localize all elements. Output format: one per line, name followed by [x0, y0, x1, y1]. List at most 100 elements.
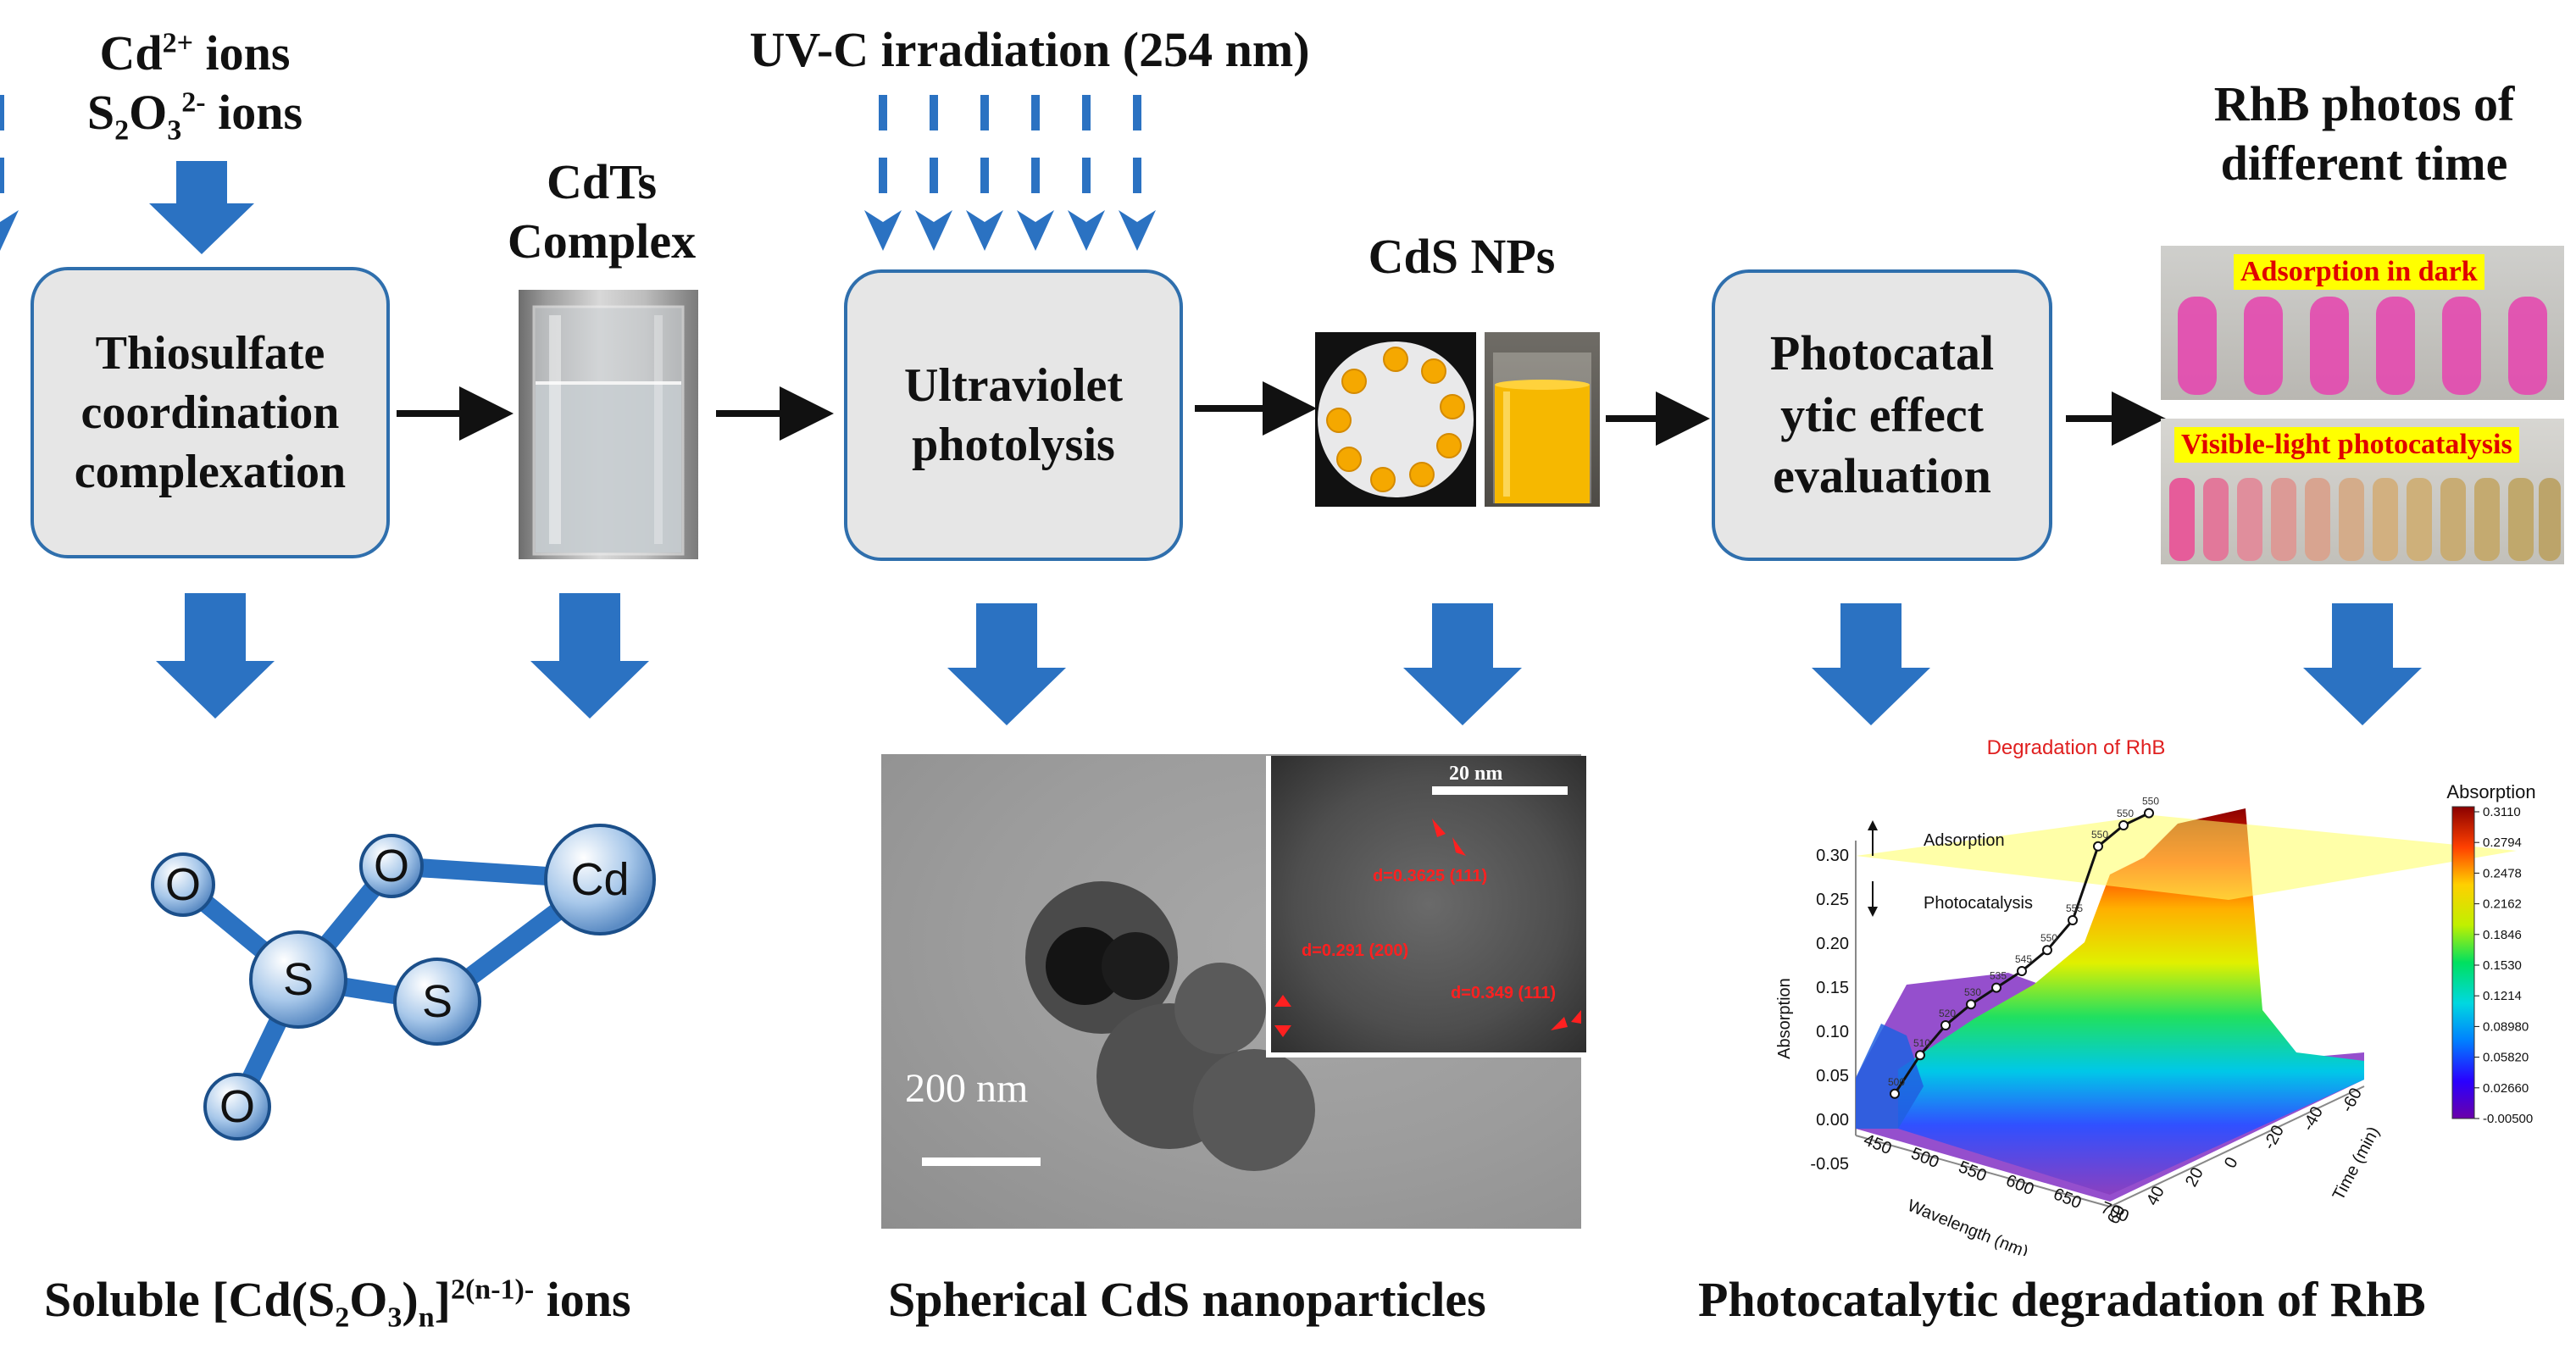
atom-cd	[544, 824, 656, 935]
atom-label: O	[165, 859, 201, 910]
z-tick-label: 0.15	[1816, 979, 1849, 997]
peak-point	[2042, 945, 2052, 956]
peak-point	[2118, 820, 2129, 830]
uv-rays	[0, 95, 1156, 251]
time-tick-label: 20	[2182, 1164, 2207, 1190]
peak-point	[1966, 999, 1976, 1010]
colorbar-tick-label: 0.2162	[2483, 897, 2522, 912]
petri-dish-icon	[1318, 341, 1474, 497]
peak-point	[2144, 808, 2154, 819]
atom-label: S	[283, 954, 314, 1005]
z-tick-label: 0.00	[1816, 1111, 1849, 1130]
surface-left-hump	[1856, 1024, 1924, 1129]
annotation-photocatalysis: Photocatalysis	[1924, 894, 2033, 913]
yellow-beaker-icon	[1493, 353, 1591, 503]
caption-spherical-cds: Spherical CdS nanoparticles	[888, 1272, 1486, 1327]
caption-photocatalytic-degradation: Photocatalytic degradation of RhB	[1698, 1272, 2426, 1327]
time-axis-label: Time (min)	[2329, 1124, 2384, 1203]
visible-photocatalysis-tag: Visible-light photocatalysis	[2174, 427, 2519, 463]
z-tick-label: -0.05	[1810, 1155, 1849, 1174]
rhb-photos-label: RhB photos of different time	[2213, 76, 2515, 191]
colorbar-tick-label: 0.02660	[2483, 1081, 2529, 1096]
thiosulfate-molecule: O O Cd S S O	[151, 824, 656, 1141]
colorbar-tick-label: 0.1846	[2483, 928, 2522, 942]
peak-label: 510	[1913, 1037, 1930, 1049]
tem-inset-image: 20 nm d=0.3625 (111) d=0.291 (200) d=0.3…	[1266, 756, 1586, 1058]
surface-body	[1898, 808, 2364, 1195]
colorbar-tick-label: 0.1530	[2483, 958, 2522, 973]
down-arrow-6	[2303, 603, 2422, 725]
nanoparticle-cluster: 200 nm	[905, 881, 1315, 1171]
down-arrow-4	[1403, 603, 1522, 725]
z-tick-label: 0.20	[1816, 935, 1849, 953]
atom-s-center	[249, 930, 347, 1029]
scale-label-main: 200 nm	[905, 1066, 1028, 1111]
colorbar-tick-label: -0.00500	[2483, 1112, 2533, 1126]
peak-label: 550	[2091, 829, 2108, 841]
colorbar-tick-label: 0.1214	[2483, 989, 2522, 1003]
cds-beaker-photo	[1485, 332, 1600, 507]
atom-label: S	[422, 976, 452, 1027]
adsorption-plane	[1856, 815, 2517, 900]
z-tick-label: 0.25	[1816, 891, 1849, 909]
beaker-icon	[532, 305, 685, 556]
x-axis-label: Wavelength (nm)	[1905, 1196, 2031, 1256]
atom-o-bottom	[203, 1073, 271, 1141]
adsorption-dark-tag: Adsorption in dark	[2234, 254, 2484, 290]
dark-tubes-icon	[2178, 297, 2547, 395]
colorbar-tick-label: 0.3110	[2483, 805, 2521, 819]
colorbar-tick-label: 0.2478	[2483, 866, 2522, 880]
peak-label: 550	[2040, 932, 2057, 944]
z-tick-label: 0.30	[1816, 847, 1849, 865]
colorbar	[2451, 806, 2475, 1119]
z-tick-label: 0.05	[1816, 1067, 1849, 1085]
peak-point	[1991, 982, 2001, 993]
down-arrow-1	[156, 593, 275, 719]
lattice-fringes: 20 nm d=0.3625 (111) d=0.291 (200) d=0.3…	[1274, 763, 1581, 1037]
peak-label: 530	[1964, 986, 1981, 998]
down-arrow-3	[947, 603, 1066, 725]
atom-o-top	[359, 834, 424, 898]
caption-soluble-ions: Soluble [Cd(S2O3)n]2(n-1)- ions	[44, 1272, 631, 1334]
peak-point	[2017, 966, 2027, 976]
degradation-chart-svg: Degradation of RhB 500510520530535545550…	[1775, 736, 2536, 1262]
atom-label: O	[374, 841, 409, 891]
peak-label: 520	[1939, 1008, 1956, 1019]
peak-point	[1915, 1050, 1925, 1061]
atom-s-right	[393, 958, 481, 1046]
atom-label: Cd	[570, 854, 629, 905]
atom-o-left	[151, 852, 215, 917]
annotation-adsorption: Adsorption	[1924, 831, 2005, 850]
time-tick-label: 0	[2221, 1154, 2242, 1171]
peak-point	[2068, 915, 2078, 925]
peak-point	[2093, 841, 2103, 852]
peak-label: 545	[2015, 953, 2032, 965]
scale-label-inset: 20 nm	[1449, 763, 1502, 785]
peak-label: 555	[2066, 902, 2083, 914]
time-tick-label: 40	[2143, 1183, 2168, 1208]
cds-nps-label: CdS NPs	[1368, 229, 1556, 284]
peak-point	[1940, 1020, 1951, 1030]
down-arrow-2	[530, 593, 649, 719]
cdts-complex-label: CdTs Complex	[507, 154, 697, 269]
uv-irradiation-label: UV-C irradiation (254 nm)	[749, 22, 1310, 77]
peak-label: 550	[2142, 796, 2159, 808]
d-spacing-label: d=0.291 (200)	[1302, 941, 1408, 960]
down-arrow-5	[1812, 603, 1930, 725]
cdts-beaker-photo	[519, 290, 698, 559]
colorbar-tick-label: 0.2794	[2483, 835, 2522, 850]
z-axis-label: Absorption	[1775, 978, 1794, 1059]
visible-tubes-icon	[2169, 478, 2561, 561]
cds-dish-photo	[1315, 332, 1476, 507]
colorbar-tick-label: 0.05820	[2483, 1051, 2529, 1065]
colorbar-title: Absorption	[2446, 781, 2535, 802]
peak-point	[1890, 1088, 1900, 1099]
peak-label: 500	[1888, 1076, 1905, 1088]
d-spacing-label: d=0.349 (111)	[1451, 984, 1556, 1002]
